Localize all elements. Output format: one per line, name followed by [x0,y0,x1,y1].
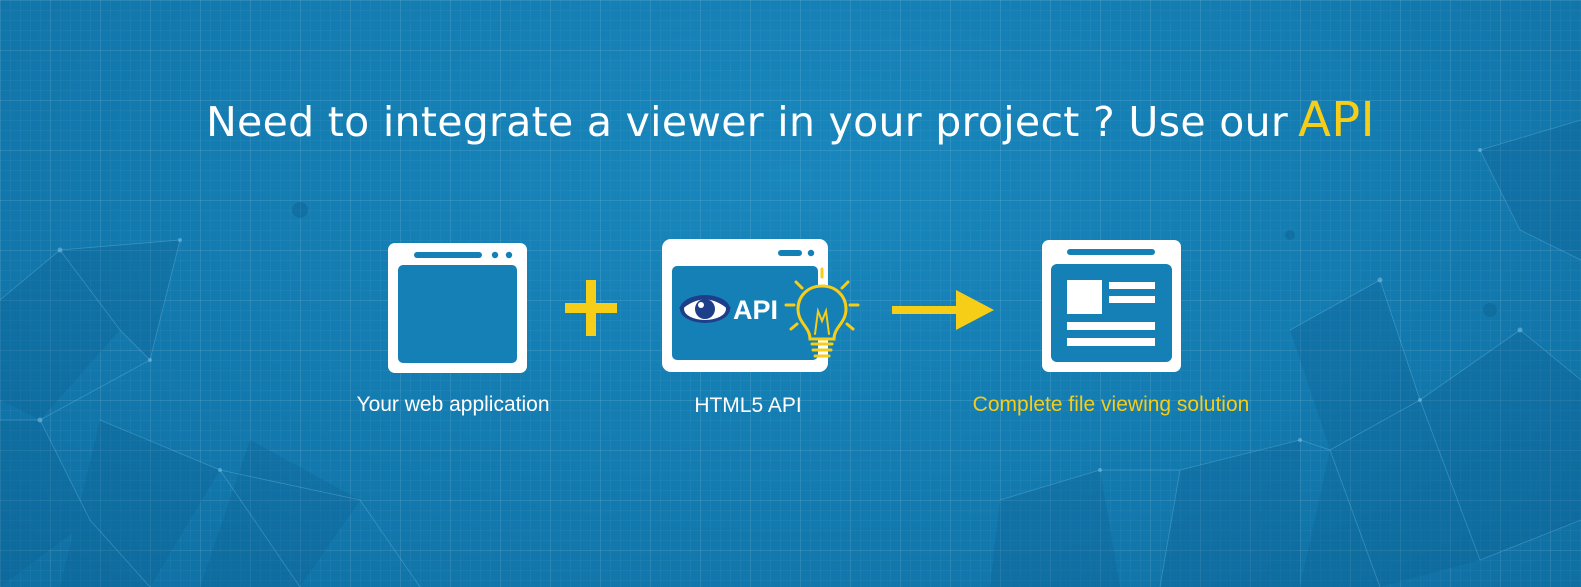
headline: Need to integrate a viewer in your proje… [0,92,1581,148]
step-caption-complete-solution: Complete file viewing solution [972,393,1250,416]
light-bulb-icon [784,267,860,358]
plus-icon [565,280,617,336]
step-caption-web-app: Your web application [356,393,550,416]
arrow-right-icon [892,290,994,330]
api-badge-text: API [733,295,778,325]
eye-logo-icon [679,295,731,323]
document-viewer-icon [1042,240,1181,372]
headline-accent: API [1298,92,1375,148]
headline-text: Need to integrate a viewer in your proje… [206,98,1289,146]
browser-window-icon [388,243,527,373]
api-window-icon: API [662,239,860,372]
step-caption-html5-api: HTML5 API [694,394,802,417]
